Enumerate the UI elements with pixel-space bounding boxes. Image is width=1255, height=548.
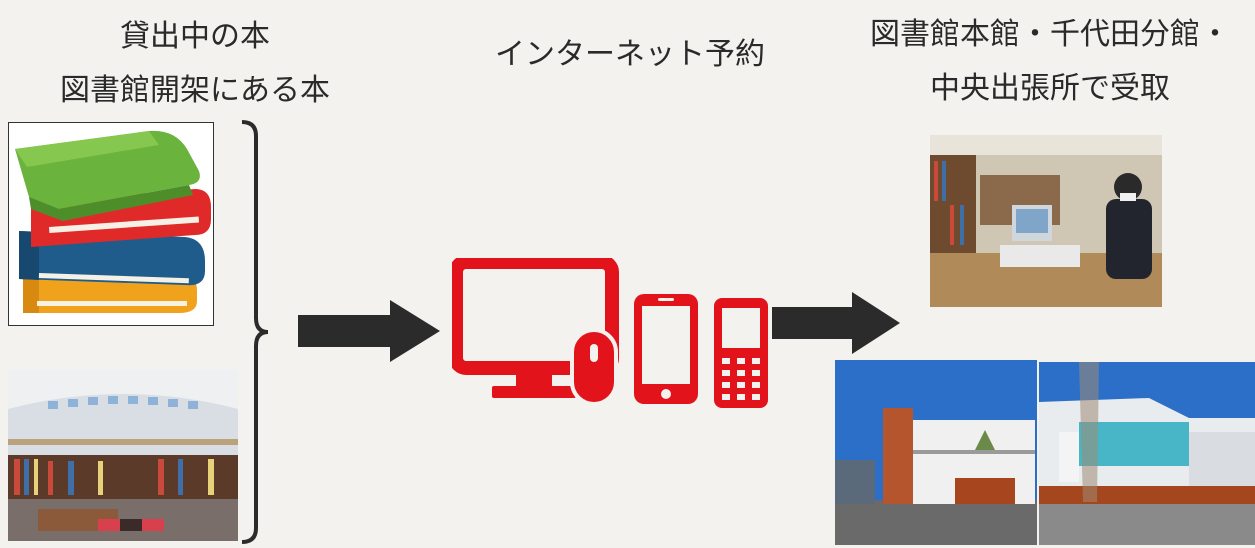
pickup-heading-line1: 図書館本館・千代田分館・ (870, 17, 1230, 52)
group-bracket (241, 120, 269, 544)
arrow-right-icon (298, 300, 440, 362)
main-library-building-photo (835, 360, 1037, 545)
desktop-computer-icon (452, 258, 619, 406)
branch-library-building-photo (1039, 362, 1255, 545)
mobile-phone-icon (714, 298, 768, 408)
library-counter-photo (930, 135, 1162, 307)
arrow-right-icon (772, 292, 900, 354)
middle-heading: インターネット予約 (495, 37, 765, 72)
source-heading: 貸出中の本 図書館開架にある本 (30, 10, 360, 118)
pickup-heading-line2: 中央出張所で受取 (930, 71, 1170, 106)
smartphone-icon (634, 294, 698, 404)
pickup-heading: 図書館本館・千代田分館・ 中央出張所で受取 (845, 8, 1255, 116)
source-heading-line1: 貸出中の本 (120, 19, 270, 54)
source-heading-line2: 図書館開架にある本 (60, 73, 330, 108)
library-interior-photo (8, 369, 238, 541)
books-illustration (8, 122, 214, 326)
